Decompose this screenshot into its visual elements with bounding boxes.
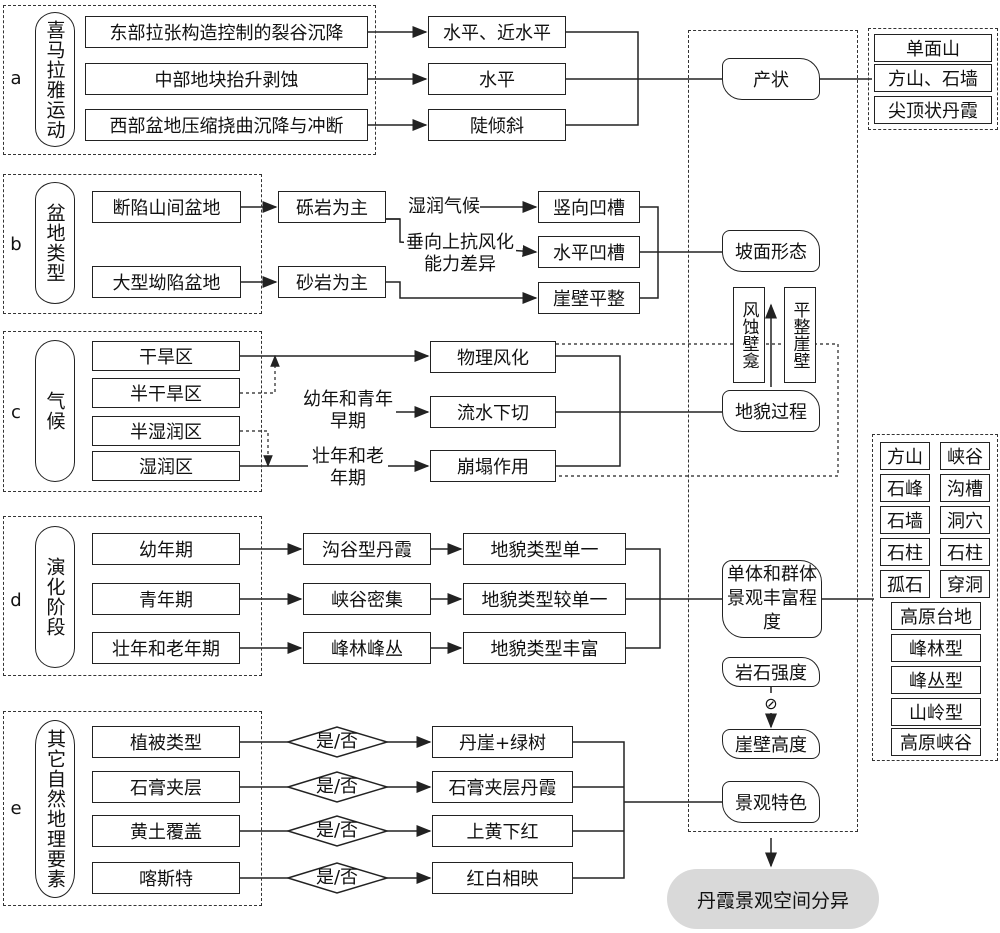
group-c-letter: c: [11, 401, 21, 423]
landform-pair-5b: 穿洞: [940, 570, 990, 598]
decision-label-1: 是/否: [315, 731, 359, 752]
group-b-title: 盆地类型: [35, 182, 75, 304]
landform-pair-4a: 石柱: [880, 538, 930, 566]
landform-pair-5a: 孤石: [880, 570, 930, 598]
group-e-frame: [3, 711, 262, 906]
stage-mature-old: 壮年和老年期: [308, 446, 388, 490]
phase-mature-old: 壮年和老年期: [92, 632, 240, 664]
negative-correlation-symbol: ⊘: [762, 693, 780, 713]
element-karst: 喀斯特: [92, 862, 240, 894]
slope-node: 坡面形态: [722, 230, 820, 272]
result-cliff-trees: 丹崖+绿树: [432, 726, 573, 758]
landform-single-5: 高原峡谷: [891, 728, 981, 756]
flat-cliff-label: 平整崖壁: [784, 287, 816, 383]
element-loess: 黄土覆盖: [92, 815, 240, 847]
result-yellow-red: 上黄下红: [432, 815, 573, 847]
landform-single-2: 峰林型: [891, 634, 981, 662]
cause-central: 中部地块抬升剥蚀: [85, 63, 368, 95]
group-a-title: 喜马拉雅运动: [35, 12, 75, 147]
richness-fairly-single: 地貌类型较单一: [463, 583, 626, 615]
rock-sandstone: 砂岩为主: [278, 266, 386, 298]
decision-diamond-2: [285, 771, 390, 803]
landscape-feature-node: 景观特色: [722, 781, 820, 823]
form-gully: 沟谷型丹霞: [303, 533, 431, 565]
group-e-letter: e: [10, 797, 22, 819]
attitude-type-3: 尖顶状丹霞: [874, 96, 992, 124]
attitude-steep: 陡倾斜: [428, 109, 566, 141]
attitude-type-1: 单面山: [874, 34, 992, 62]
landform-single-1: 高原台地: [891, 602, 981, 630]
decision-diamond-4: [285, 862, 390, 894]
landform-pair-2b: 沟槽: [940, 474, 990, 502]
attitude-types-frame: [868, 28, 998, 130]
basin-faulted: 断陷山间盆地: [92, 191, 241, 223]
attitude-type-2: 方山、石墙: [874, 64, 992, 92]
element-vegetation: 植被类型: [92, 726, 240, 758]
attitude-node: 产状: [722, 58, 820, 100]
landform-pair-4b: 石柱: [940, 538, 990, 566]
center-column-frame: [688, 30, 858, 832]
zone-semi-arid: 半干旱区: [92, 378, 240, 408]
phase-young-adult: 青年期: [92, 583, 240, 615]
zone-semi-humid: 半湿润区: [92, 416, 240, 446]
form-peak-forest: 峰林峰丛: [303, 632, 431, 664]
attitude-horizontal-near: 水平、近水平: [428, 16, 566, 48]
decision-label-2: 是/否: [315, 776, 359, 797]
phase-youth: 幼年期: [92, 533, 240, 565]
groove-horizontal: 水平凹槽: [538, 236, 640, 268]
rock-conglomerate: 砾岩为主: [278, 191, 386, 223]
group-d-frame: [3, 516, 262, 676]
attitude-horizontal: 水平: [428, 63, 566, 95]
landform-single-4: 山岭型: [891, 698, 981, 726]
group-c-title: 气候: [35, 340, 75, 482]
zone-arid: 干旱区: [92, 341, 240, 371]
group-e-title: 其它自然地理要素: [35, 720, 75, 898]
form-canyon: 峡谷密集: [303, 583, 431, 615]
process-physical-weathering: 物理风化: [430, 341, 556, 373]
cliff-flat: 崖壁平整: [538, 282, 640, 314]
richness-rich: 地貌类型丰富: [463, 632, 626, 664]
cliff-height-node: 崖壁高度: [722, 729, 820, 759]
cause-east: 东部拉张构造控制的裂谷沉降: [85, 16, 368, 48]
wind-niche-label: 风蚀壁龛: [733, 287, 765, 383]
landform-pair-3a: 石墙: [880, 506, 930, 534]
group-d-letter: d: [10, 589, 22, 611]
process-collapse: 崩塌作用: [430, 450, 556, 482]
landform-types-frame: [872, 434, 998, 761]
richness-single: 地貌类型单一: [463, 533, 626, 565]
landform-pair-1a: 方山: [880, 442, 930, 470]
landscape-richness-node: 单体和群体景观丰富程度: [722, 560, 822, 638]
group-b-letter: b: [10, 233, 22, 255]
process-node: 地貌过程: [722, 390, 820, 432]
group-d-title: 演化阶段: [35, 526, 75, 668]
group-a-letter: a: [10, 67, 22, 89]
rock-strength-node: 岩石强度: [722, 657, 820, 687]
group-a-frame: [3, 5, 376, 155]
groove-vertical: 竖向凹槽: [538, 191, 640, 223]
landform-pair-3b: 洞穴: [940, 506, 990, 534]
decision-diamond-1: [285, 726, 390, 758]
decision-diamond-3: [285, 815, 390, 847]
decision-label-4: 是/否: [315, 867, 359, 888]
stage-young: 幼年和青年早期: [300, 389, 396, 433]
element-gypsum: 石膏夹层: [92, 771, 240, 803]
cause-west: 西部盆地压缩挠曲沉降与冲断: [85, 109, 368, 141]
basin-depression: 大型坳陷盆地: [92, 266, 241, 298]
group-b-frame: [3, 174, 262, 314]
factor-weathering-difference: 垂向上抗风化能力差异: [404, 232, 516, 276]
result-red-white: 红白相映: [432, 862, 573, 894]
process-incision: 流水下切: [430, 396, 556, 428]
result-gypsum-danxia: 石膏夹层丹霞: [432, 771, 573, 803]
group-c-frame: [3, 331, 262, 492]
decision-label-3: 是/否: [315, 820, 359, 841]
factor-humid-climate: 湿润气候: [408, 196, 480, 217]
landform-pair-1b: 峡谷: [940, 442, 990, 470]
landform-single-3: 峰丛型: [891, 666, 981, 694]
landform-pair-2a: 石峰: [880, 474, 930, 502]
zone-humid: 湿润区: [92, 451, 240, 481]
output-node: 丹霞景观空间分异: [667, 869, 879, 929]
